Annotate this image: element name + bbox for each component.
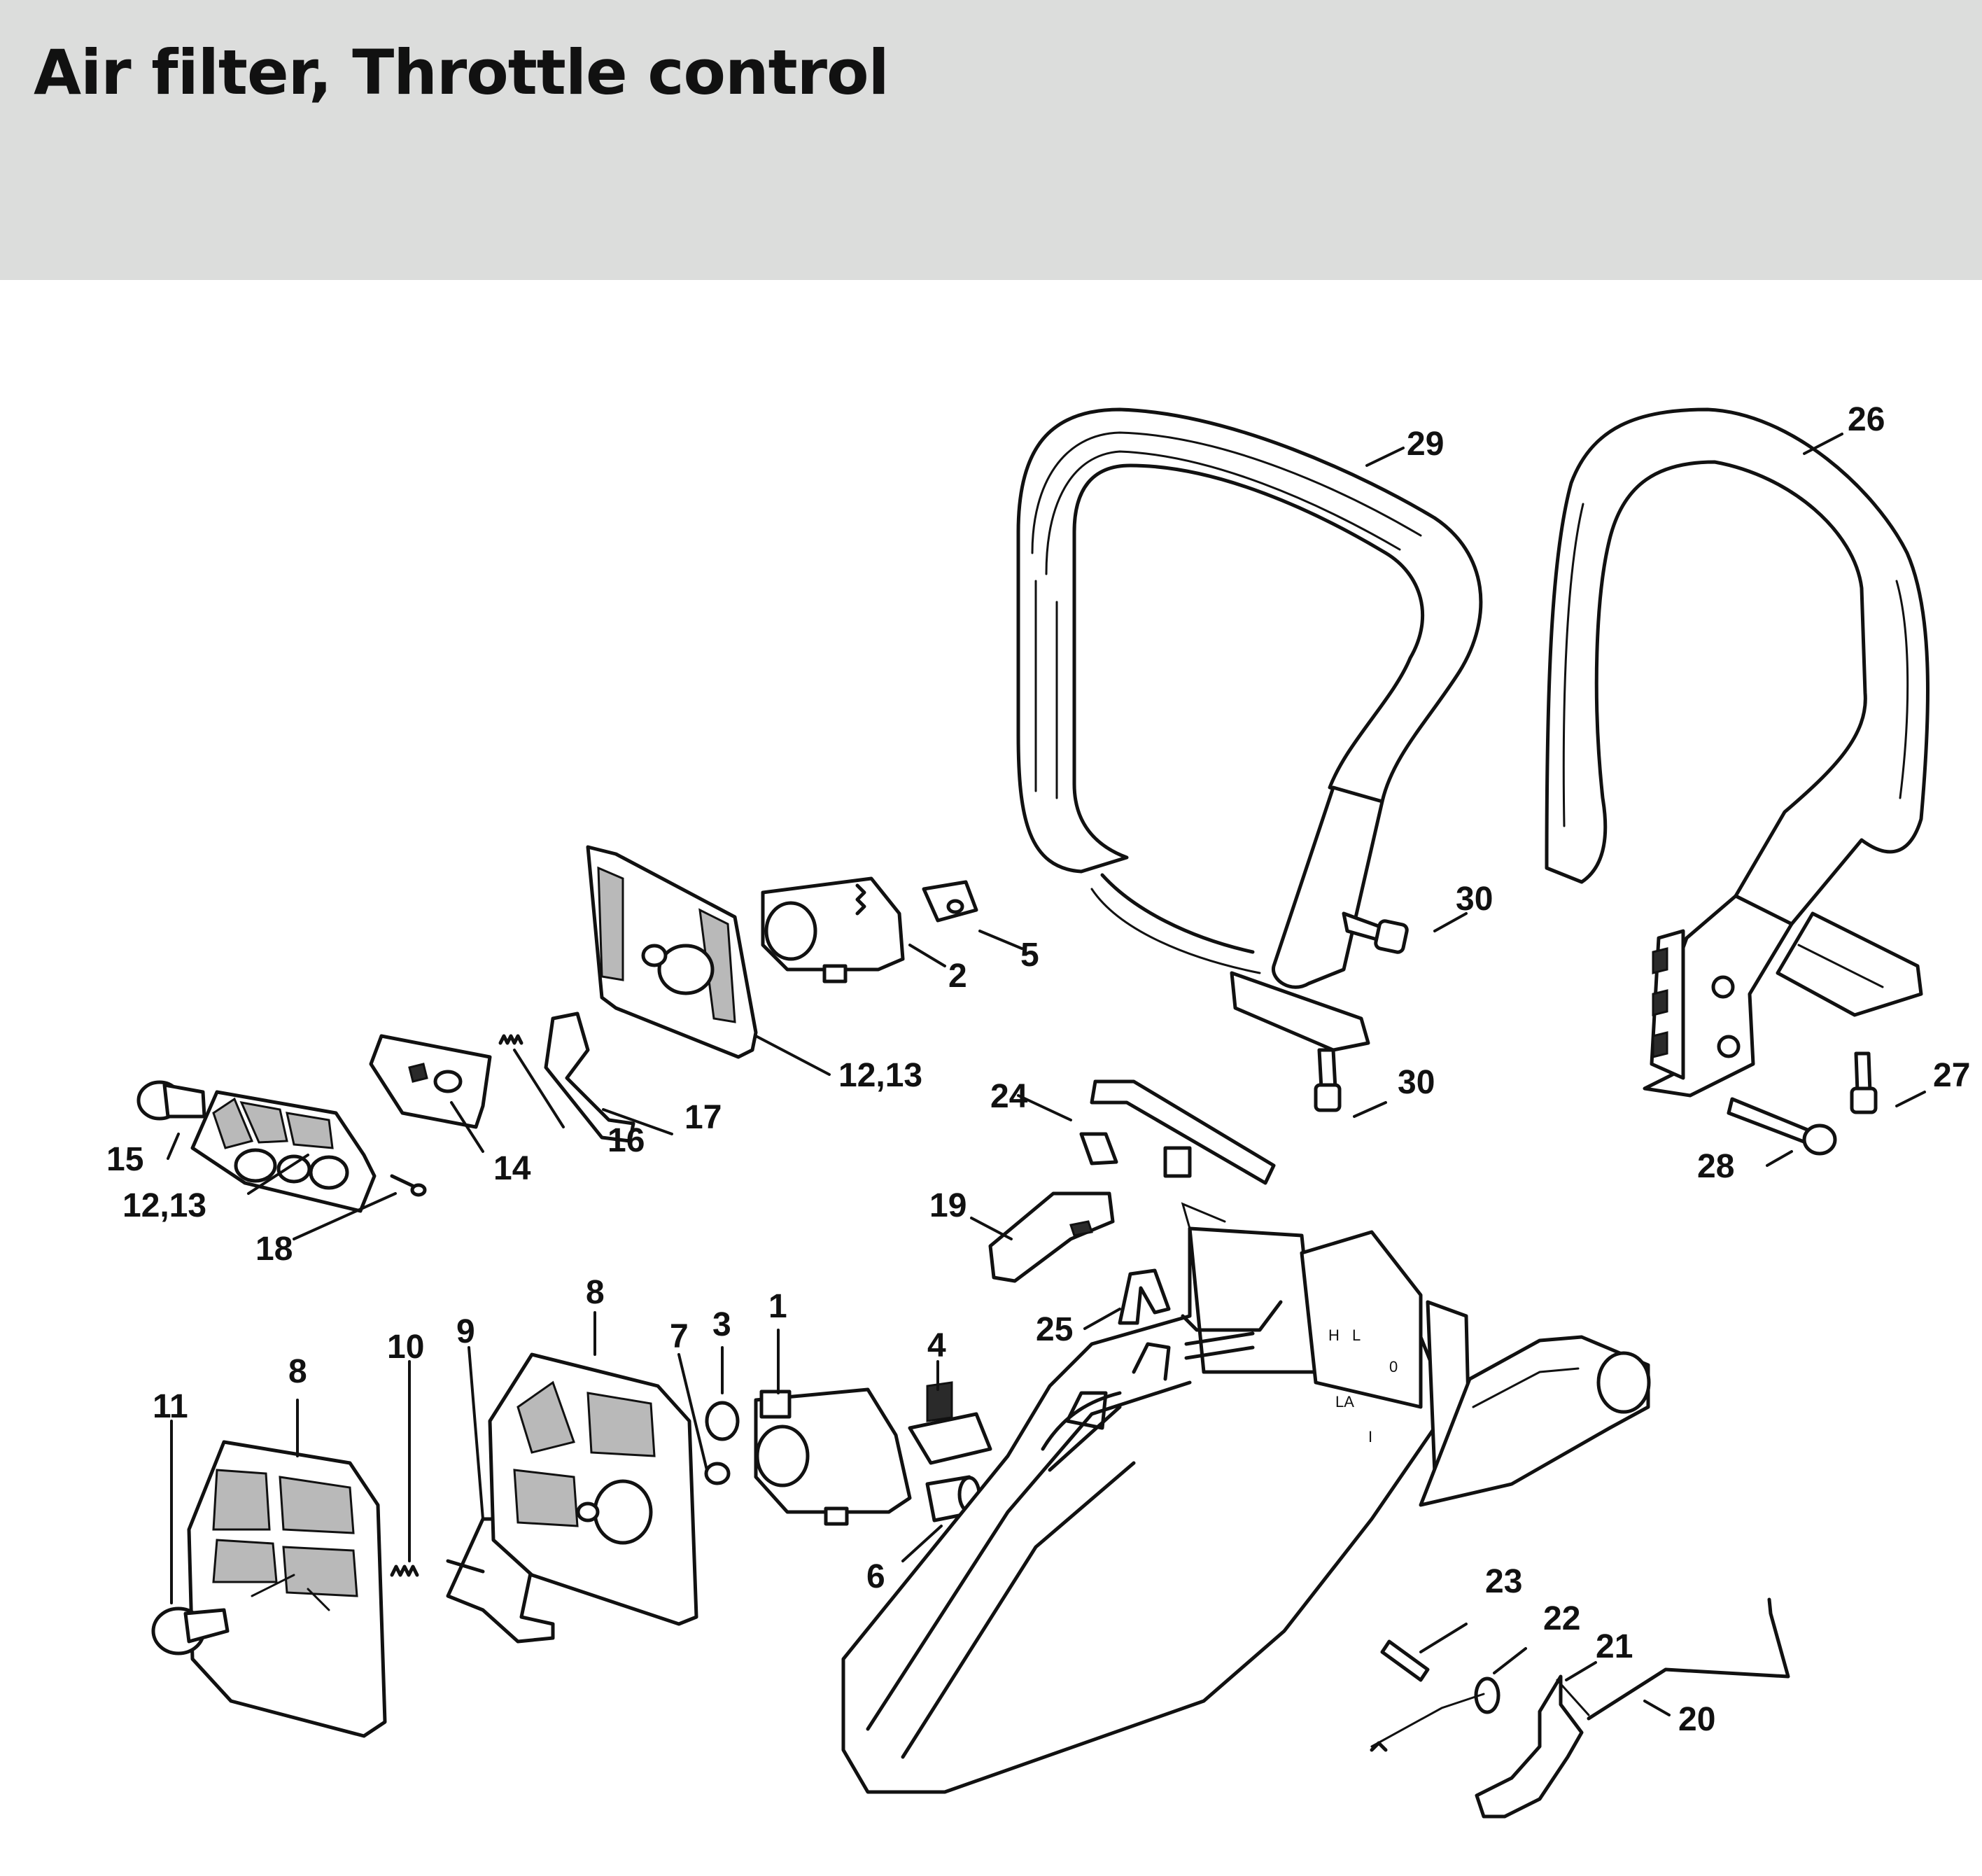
callout-29: 29: [1407, 426, 1444, 463]
housing-mark-h: H: [1328, 1326, 1340, 1344]
spring-part-10: [390, 1564, 419, 1577]
callout-25: 25: [1036, 1311, 1073, 1348]
housing-mark-one: I: [1368, 1428, 1372, 1446]
leader-lines: [167, 433, 1926, 1716]
callout-20: 20: [1678, 1701, 1715, 1738]
callout-30-lower: 30: [1398, 1064, 1435, 1101]
callout-26: 26: [1848, 401, 1885, 438]
throttle-rod-part-24: [1079, 1079, 1276, 1185]
callout-28: 28: [1697, 1148, 1734, 1185]
spring-part-16: [498, 1034, 523, 1045]
housing-mark-zero: 0: [1389, 1358, 1398, 1376]
callout-27: 27: [1933, 1057, 1970, 1094]
callout-21: 21: [1596, 1628, 1633, 1665]
handlebar-part-29: [1016, 407, 1483, 1052]
housing-selector-labels: H L LA 0 I: [1328, 1326, 1398, 1446]
baffle-part-14: [369, 1034, 492, 1129]
callout-8-mid: 8: [586, 1274, 605, 1311]
bracket-part-4: [908, 1381, 992, 1465]
nut-part-7: [704, 1462, 731, 1485]
callout-30-upper: 30: [1456, 881, 1493, 918]
callout-22: 22: [1543, 1600, 1580, 1637]
callout-17: 17: [684, 1099, 722, 1136]
callout-19: 19: [929, 1187, 967, 1224]
lock-lever-part-19: [988, 1191, 1115, 1283]
callout-5: 5: [1020, 937, 1039, 974]
header-bar: [0, 0, 1982, 280]
carburetor-part-2: [761, 876, 905, 983]
page-title: Air filter, Throttle control: [34, 36, 890, 108]
callout-2: 2: [948, 958, 967, 995]
housing-mark-la: LA: [1335, 1393, 1354, 1410]
housing-mark-l: L: [1352, 1326, 1361, 1344]
screw-part-27: [1850, 1051, 1878, 1114]
knob-part-11: [151, 1606, 230, 1656]
callout-18: 18: [255, 1231, 293, 1268]
callout-11: 11: [153, 1388, 188, 1425]
callout-23: 23: [1485, 1563, 1522, 1600]
callout-15: 15: [106, 1141, 143, 1178]
callout-9: 9: [456, 1313, 475, 1350]
callout-24: 24: [990, 1078, 1028, 1115]
throttle-rod-part-20: [1587, 1597, 1790, 1721]
callout-14: 14: [493, 1150, 531, 1187]
cable-break-mark: [1370, 1741, 1388, 1752]
screw-part-28: [1727, 1097, 1837, 1156]
filter-cover-part-12-13-left: [190, 1090, 377, 1213]
filter-base-part-8: [488, 1352, 698, 1626]
callout-1: 1: [768, 1288, 787, 1325]
callout-labels: 29 26 30 30 27 28 24 19 25 2 5 12,13 17 …: [106, 401, 1970, 1738]
rear-handle-housing: [841, 1202, 1651, 1794]
callout-12-13-upper: 12,13: [838, 1057, 922, 1094]
trigger-part-21: [1475, 1674, 1590, 1819]
lever-part-17: [544, 1011, 635, 1143]
callout-16: 16: [607, 1122, 645, 1159]
filter-cover-part-8-left: [187, 1440, 387, 1738]
screw-part-30-upper: [1342, 911, 1409, 954]
pin-part-23: [1380, 1639, 1430, 1682]
cotter-part-18: [390, 1174, 427, 1197]
callout-3: 3: [712, 1306, 731, 1343]
spring-part-25: [1118, 1268, 1171, 1325]
bracket-part-5: [922, 880, 978, 923]
callout-6: 6: [866, 1558, 885, 1595]
callout-7: 7: [670, 1318, 689, 1355]
callout-10: 10: [387, 1329, 424, 1366]
callout-8-left: 8: [288, 1353, 307, 1390]
carburetor-part-1: [754, 1387, 912, 1526]
callout-4: 4: [927, 1327, 946, 1364]
callout-12-13-left: 12,13: [122, 1187, 206, 1224]
knob-part-15: [136, 1080, 206, 1121]
spring-part-22: [1474, 1676, 1500, 1714]
filter-base-part-12-13-upper: [586, 845, 758, 1059]
screw-part-30-lower: [1314, 1048, 1342, 1112]
oring-part-3: [705, 1401, 740, 1441]
cable-line: [1370, 1693, 1485, 1748]
handlebar-part-26: [1545, 407, 1930, 1098]
